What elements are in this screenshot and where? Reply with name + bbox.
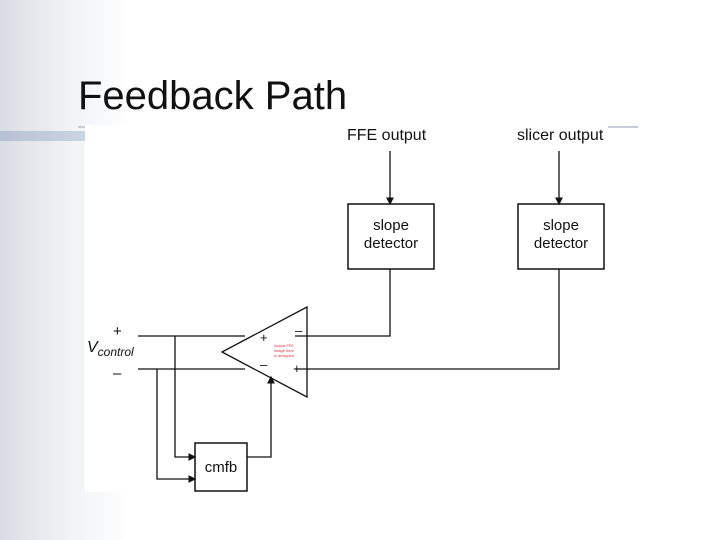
- accent-bar: [0, 131, 96, 141]
- slope-detector-2-line2: detector: [533, 235, 589, 252]
- feedback-path-diagram: FFE output slicer output slope detector …: [85, 125, 608, 492]
- diagram-wires: [138, 151, 605, 492]
- amp-out-minus: –: [295, 323, 303, 338]
- vcontrol-label: Vcontrol: [87, 339, 134, 359]
- slope-detector-2-box: [517, 203, 605, 270]
- cmfb-label: cmfb: [204, 459, 238, 476]
- wire-cmfb-to-amp: [247, 375, 275, 458]
- slide-title: Feedback Path: [78, 74, 348, 118]
- slope-detector-1-line2: detector: [363, 235, 419, 252]
- amp-note-3: is designed: [273, 353, 295, 358]
- amp-in-plus: +: [260, 330, 268, 345]
- wire-cmfb-loop-outer: [156, 369, 197, 483]
- amp-in-minus: –: [260, 357, 268, 372]
- vcontrol-plus: +: [113, 323, 122, 340]
- slope-detector-1-line1: slope: [373, 217, 409, 234]
- vcontrol-minus: –: [113, 365, 122, 382]
- slope-detector-1-box: [347, 203, 435, 270]
- slope-detector-1: slope detector: [348, 217, 434, 253]
- wire-detector2-to-amp: [295, 269, 560, 370]
- amp-note-2: image here: [273, 348, 294, 353]
- amp-note-1: Actual FFE: [274, 343, 294, 348]
- amplifier-annotation: Actual FFE image here is designed: [269, 343, 299, 358]
- slope-detector-2: slope detector: [518, 217, 604, 253]
- wire-detector1-to-amp: [295, 269, 391, 337]
- vcontrol-main: V: [87, 339, 98, 356]
- wire-cmfb-loop-inner: [174, 336, 197, 461]
- slicer-output-label: slicer output: [517, 127, 604, 144]
- vcontrol-subscript: control: [97, 345, 134, 360]
- amp-out-plus: +: [293, 361, 301, 376]
- cmfb-box: [194, 442, 248, 492]
- slope-detector-2-line1: slope: [543, 217, 579, 234]
- ffe-output-label: FFE output: [347, 127, 427, 144]
